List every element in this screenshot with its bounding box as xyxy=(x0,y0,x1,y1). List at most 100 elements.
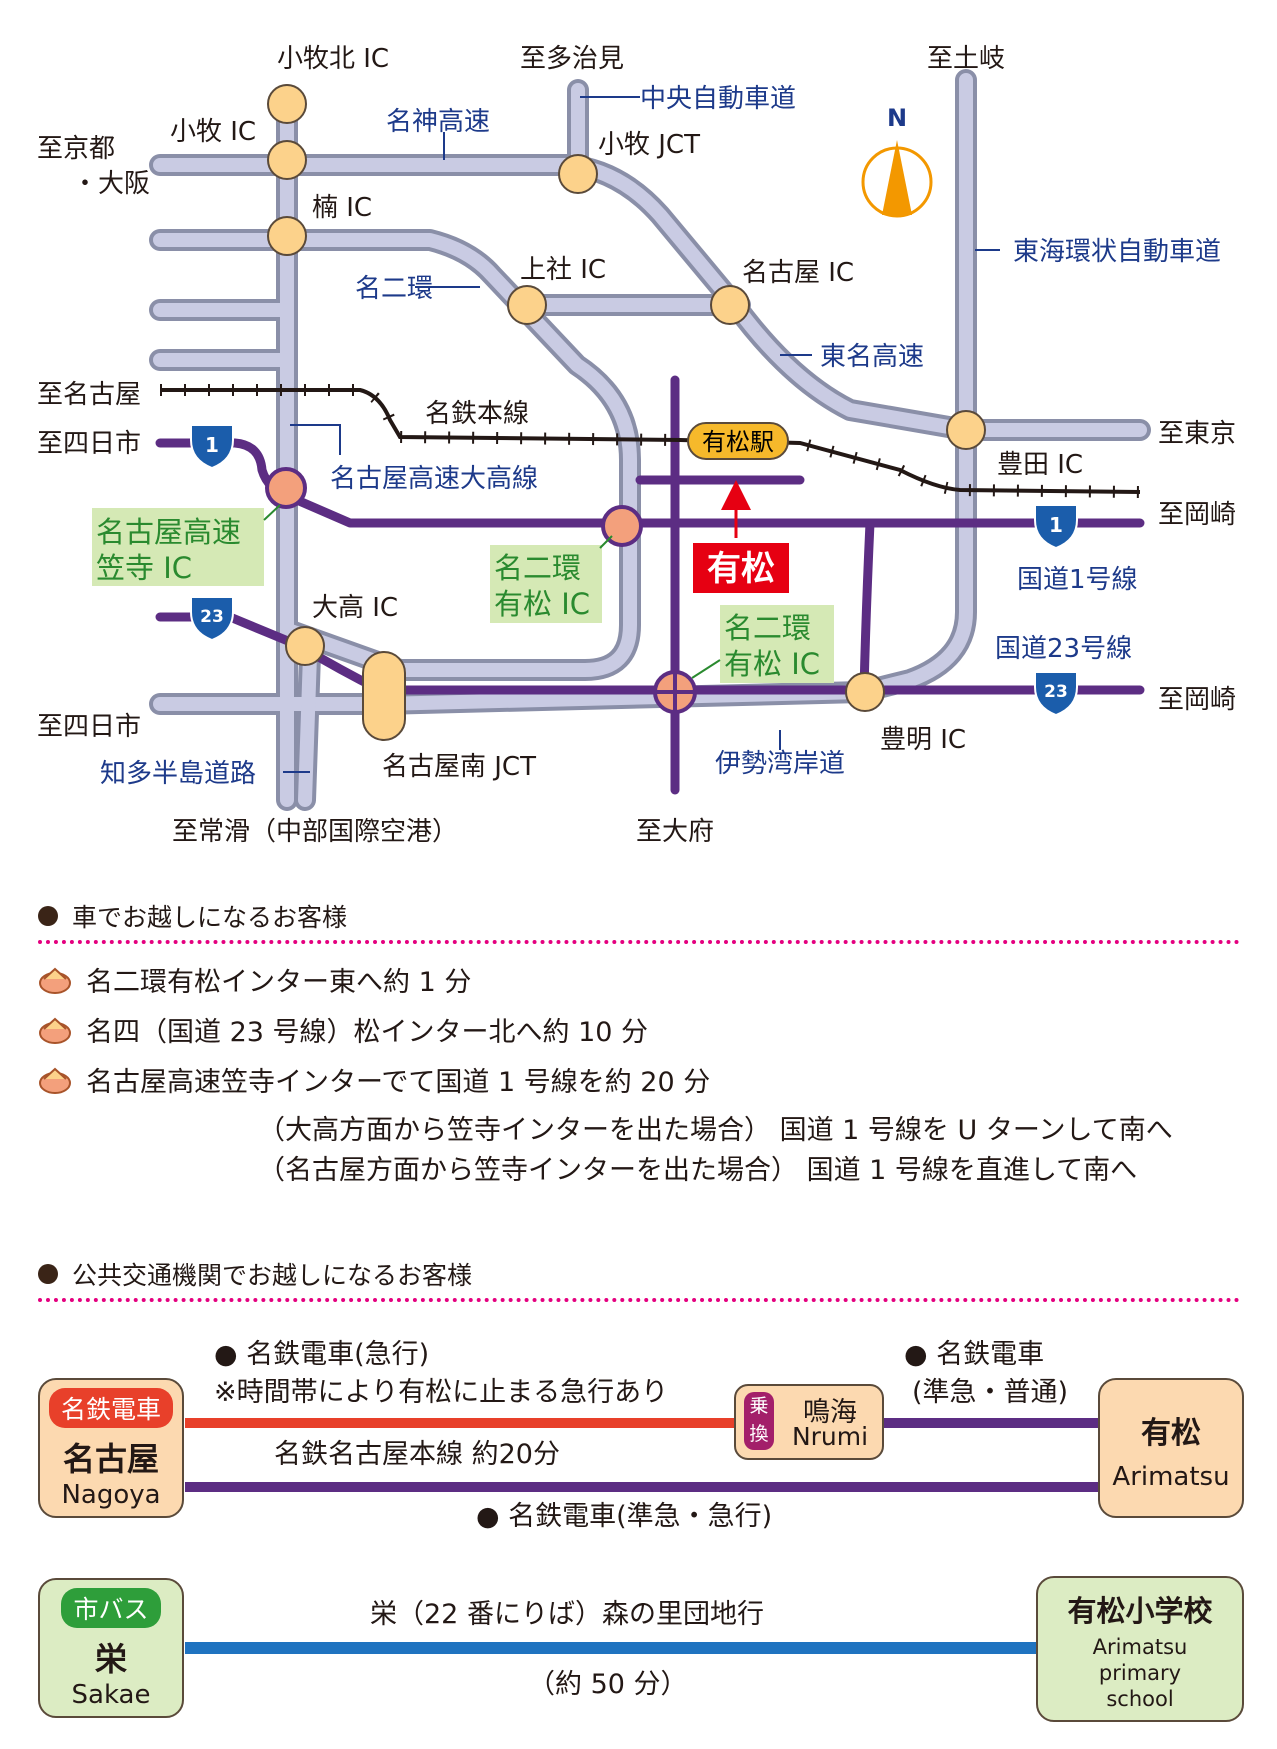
express-train-note: ※時間帯により有松に止まる急行あり xyxy=(214,1377,669,1408)
arimatsu-destination-box xyxy=(693,543,789,593)
meinikan-arimatsu-b-label-bg xyxy=(720,605,834,683)
bullet-dot-icon xyxy=(38,906,58,926)
meinikan-arimatsu-a-label-1: 名二環 xyxy=(494,551,581,585)
route-1-shield-west xyxy=(190,424,234,470)
express-train-label: ● 名鉄電車(急行) xyxy=(214,1339,430,1370)
kasadera-label-1: 名古屋高速 xyxy=(96,515,241,549)
meitetsu-badge: 名鉄電車 xyxy=(48,1388,173,1428)
kusu-ic-marker xyxy=(267,216,307,256)
dest-name: 有松小学校 xyxy=(1067,1594,1213,1628)
to-tokoname-label: 至常滑（中部国際空港） xyxy=(172,817,458,847)
to-nagoya-label: 至名古屋 xyxy=(37,380,141,410)
car-section-heading: 車でお越しになるお客様 xyxy=(38,898,347,934)
nagoya-expwy-odaka-label: 名古屋高速大高線 xyxy=(330,464,538,494)
green-labels: 名古屋高速 笠寺 IC 名二環 有松 IC 名二環 有松 IC xyxy=(96,515,820,681)
dest-name: 有松 xyxy=(1141,1416,1201,1451)
meinikan-arimatsu-a-marker xyxy=(601,505,643,547)
transfer-badge-char: 乗 xyxy=(749,1395,769,1417)
blue-labels: 中央自動車道 名神高速 東海環状自動車道 名二環 東名高速 名古屋高速大高線 国… xyxy=(100,84,1221,789)
komaki-kita-ic-label: 小牧北 IC xyxy=(277,44,389,74)
to-tajimi-label: 至多治見 xyxy=(520,44,624,74)
direct-train-label: ● 名鉄電車(準急・急行) xyxy=(476,1501,773,1532)
route-map: 有松駅 有松 1 1 23 23 N 小牧北 IC 至多治見 至土岐 小牧 IC… xyxy=(37,44,1236,847)
to-toki-label: 至土岐 xyxy=(927,44,1005,74)
meishin-label: 名神高速 xyxy=(386,107,490,137)
origin-name: 栄 xyxy=(94,1640,127,1678)
to-okazaki-label-1: 至岡崎 xyxy=(1158,500,1236,530)
origin-roman: Nagoya xyxy=(61,1480,161,1510)
toyoake-ic-marker xyxy=(845,672,885,712)
local-line xyxy=(870,1418,1100,1428)
arimatsu-destination-label: 有松 xyxy=(707,549,775,589)
toyoake-ic-label: 豊明 IC xyxy=(880,725,966,755)
sweets-icon xyxy=(39,1017,71,1044)
car-item-text: 名古屋高速笠寺インターでて国道 1 号線を約 20 分 xyxy=(86,1067,711,1098)
origin-sakae-box: 市バス 栄 Sakae xyxy=(38,1578,184,1718)
to-kyoto-label-2: ・大阪 xyxy=(72,169,150,199)
car-note: （大高方面から笠寺インターを出た場合） 国道 1 号線を U ターンして南へ xyxy=(258,1115,1173,1146)
route-1-shield-west-label: 1 xyxy=(205,433,219,457)
car-note: （名古屋方面から笠寺インターを出た場合） 国道 1 号線を直進して南へ xyxy=(258,1155,1138,1186)
nagoya-minami-jct-label: 名古屋南 JCT xyxy=(382,752,536,782)
komaki-ic-label: 小牧 IC xyxy=(170,117,256,147)
meinikan-arimatsu-a-label-2: 有松 IC xyxy=(494,587,590,621)
origin-nagoya-box: 名鉄電車 名古屋 Nagoya xyxy=(38,1378,184,1518)
transfer-narumi-box: 乗 換 鳴海 Nrumi xyxy=(734,1384,884,1460)
meinikan-arimatsu-a-label-bg xyxy=(490,545,602,623)
car-item: 名四（国道 23 号線）松インター北へ約 10 分 xyxy=(38,1010,648,1049)
route-23-shield-east-label: 23 xyxy=(1044,682,1068,702)
car-item-text: 名二環有松インター東へ約 1 分 xyxy=(86,967,472,998)
line-info: 名鉄名古屋本線 約20分 xyxy=(274,1439,560,1470)
city-bus-badge: 市バス xyxy=(61,1588,161,1628)
route-1-shield-east xyxy=(1034,504,1078,550)
chita-hanto-label: 知多半島道路 xyxy=(100,759,256,789)
kusu-ic-label: 楠 IC xyxy=(312,193,372,223)
kasadera-label-2: 笠寺 IC xyxy=(96,551,192,585)
north-compass: N xyxy=(861,104,933,218)
to-tokyo-label: 至東京 xyxy=(1158,419,1236,449)
to-obu-label: 至大府 xyxy=(636,817,714,847)
sweets-icon xyxy=(39,967,71,994)
to-okazaki-label-2: 至岡崎 xyxy=(1158,685,1236,715)
komaki-jct-label: 小牧 JCT xyxy=(598,130,700,160)
transit-section-title: 公共交通機関でお越しになるお客様 xyxy=(72,1261,473,1290)
bus-route: 栄（22 番にりば）森の里団地行 xyxy=(370,1599,764,1630)
bus-duration: （約 50 分） xyxy=(528,1669,688,1700)
dest-school-box: 有松小学校 Arimatsu primary school xyxy=(1036,1576,1244,1722)
bullet-dot-icon xyxy=(38,1264,58,1284)
arimatsu-station-marker xyxy=(687,422,789,460)
car-item-text: 名四（国道 23 号線）松インター北へ約 10 分 xyxy=(86,1017,649,1048)
nagoya-ic-marker xyxy=(710,285,750,325)
leader-lines xyxy=(283,96,1000,773)
nagoya-minami-jct-marker xyxy=(362,651,406,741)
komaki-jct-marker xyxy=(558,154,598,194)
origin-name: 名古屋 xyxy=(62,1440,159,1478)
car-section-title: 車でお越しになるお客様 xyxy=(72,903,348,932)
car-item: 名古屋高速笠寺インターでて国道 1 号線を約 20 分 xyxy=(38,1060,710,1099)
kamiyashiro-ic-marker xyxy=(507,285,547,325)
dotted-divider xyxy=(38,1298,1240,1302)
transfer-roman: Nrumi xyxy=(791,1422,869,1451)
dest-roman-line: Arimatsu xyxy=(1092,1635,1188,1659)
komaki-ic-marker xyxy=(267,140,307,180)
transfer-icon: 乗 換 xyxy=(744,1392,774,1450)
dest-arimatsu-box: 有松 Arimatsu xyxy=(1098,1378,1244,1518)
meinikan-arimatsu-b-label-1: 名二環 xyxy=(724,611,811,645)
toyota-ic-marker xyxy=(946,410,986,450)
route-23-shield-west xyxy=(190,596,234,642)
nagoya-ic-label: 名古屋 IC xyxy=(742,258,854,288)
highlight-interchanges xyxy=(265,467,697,714)
interchanges xyxy=(267,84,986,741)
to-yokkaichi-label-1: 至四日市 xyxy=(37,429,141,459)
dest-roman: Arimatsu xyxy=(1112,1462,1230,1492)
dest-roman-line: primary xyxy=(1098,1661,1182,1685)
kasadera-ic-marker xyxy=(265,467,307,509)
route-23-shield-east xyxy=(1034,671,1078,717)
route-23-shield-west-label: 23 xyxy=(200,607,224,627)
meitetsu-line-label: 名鉄本線 xyxy=(425,399,529,429)
north-label: N xyxy=(887,104,907,132)
tomei-label: 東名高速 xyxy=(820,342,924,372)
to-kyoto-label-1: 至京都 xyxy=(37,134,115,164)
dest-roman-line: school xyxy=(1106,1687,1174,1711)
route-1-shield-east-label: 1 xyxy=(1049,513,1063,537)
